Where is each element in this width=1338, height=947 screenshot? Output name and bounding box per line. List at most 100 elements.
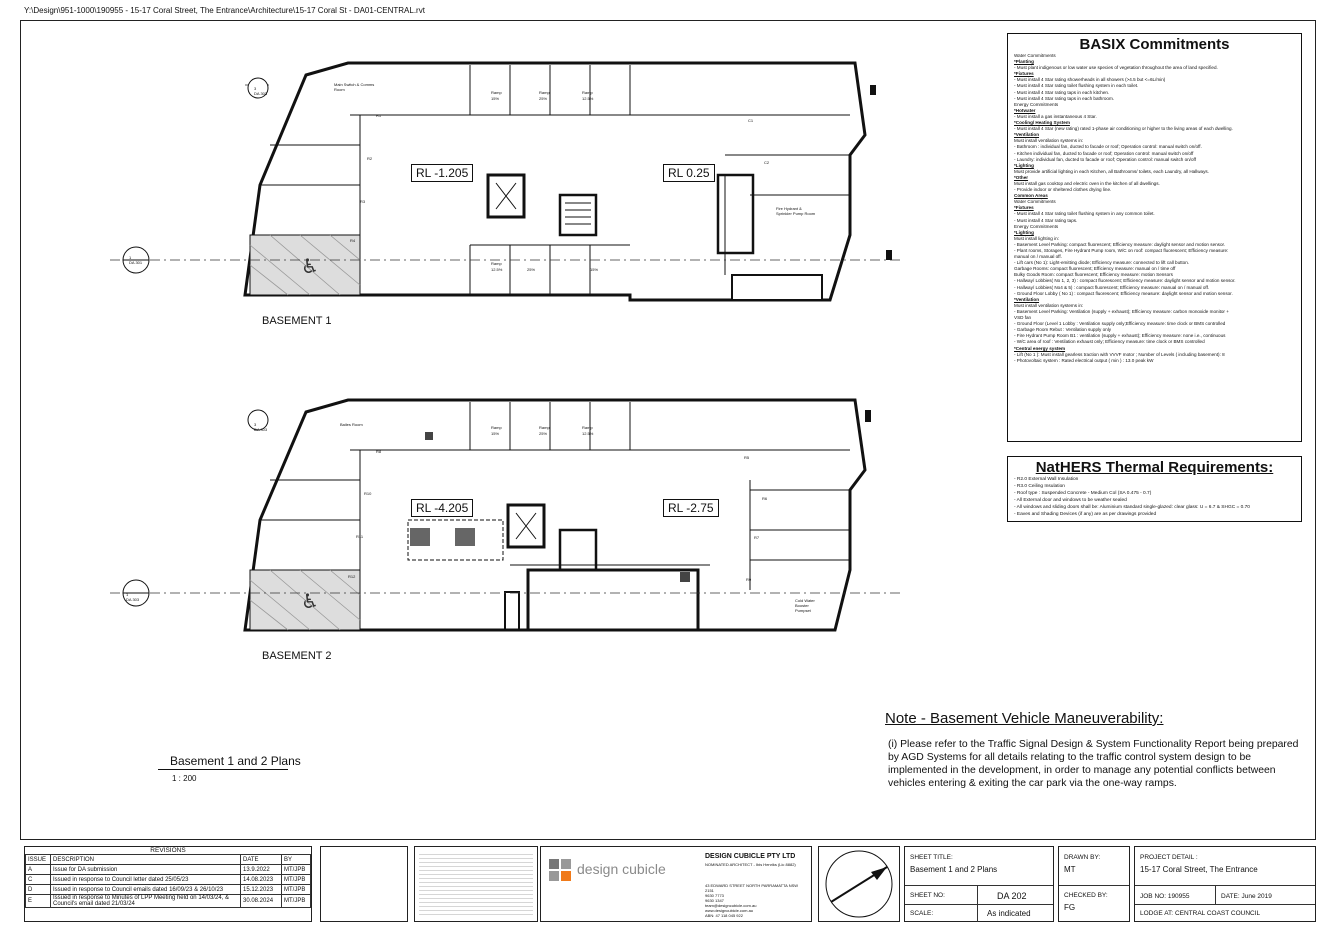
revision-cell: MT/JPB — [281, 864, 311, 875]
revision-cell: D — [25, 884, 51, 895]
basix-line: Garbage Rooms: compact fluorescent; Effi… — [1014, 266, 1176, 272]
basix-line: - Hallway/ Lobbies( No 1, 2, 3) : compac… — [1014, 278, 1236, 284]
sheet-title-label: SHEET TITLE: — [910, 854, 953, 861]
basix-line: - Must install 4 Star rating taps in eac… — [1014, 95, 1115, 101]
file-path: Y:\Design\951-1000\190955 - 15-17 Coral … — [24, 6, 425, 15]
rev-header: DATE — [240, 854, 282, 865]
basix-line: - Provide indoor or sheltered clothes dr… — [1014, 187, 1112, 193]
basix-line: - Must install 4 Star (new rating) rated… — [1014, 126, 1233, 132]
basix-line: - Fire Hydrant Pump Room B1 : ventilatio… — [1014, 333, 1226, 339]
room-cold-water: Cold Water Booster Pumpset — [795, 598, 815, 613]
storage-r9: R9 — [746, 577, 752, 582]
basix-line: - Lift (No 1 ): Must install gearless tr… — [1014, 351, 1225, 357]
basix-line: *Lighting — [1014, 229, 1034, 235]
revision-cell: Issue for DA submission — [50, 864, 241, 875]
svg-text:♿: ♿ — [301, 589, 319, 613]
basix-line: - Hallway/ Lobbies( No4 & 5) : compact f… — [1014, 284, 1210, 290]
sheet-no-label: SHEET NO: — [910, 892, 945, 899]
storage-r12: R12 — [348, 574, 356, 579]
storage-c1: C1 — [748, 118, 754, 123]
basix-line: - W/C area of roof : Ventilation exhaust… — [1014, 339, 1205, 345]
storage-r8: R8 — [376, 449, 382, 454]
basix-line: - Basement Level Parking: compact fluore… — [1014, 241, 1226, 247]
ramp-label: Ramp — [582, 90, 593, 95]
storage-c2: C2 — [764, 160, 770, 165]
revision-cell: 15.12.2023 — [240, 884, 282, 895]
ramp-grade: 15% — [491, 431, 500, 436]
ramp-label: Ramp — [491, 261, 502, 266]
north-arrow-icon — [825, 850, 893, 918]
basix-line: - Must install 4 Star rating taps in eac… — [1014, 89, 1110, 95]
nathers-line: - Eaves and Shading Devices (if any) are… — [1014, 512, 1157, 517]
checked-by-value: FG — [1064, 903, 1076, 912]
note-body: (i) Please refer to the Traffic Signal D… — [888, 739, 1299, 789]
basix-line: - Ground Floor (Level 1 Lobby : Ventilat… — [1014, 321, 1226, 327]
basement-2-plan: ♿ — [110, 398, 900, 632]
notes-fine-print — [419, 851, 533, 915]
basix-line: - Ground Floor Lobby ( No 1) : compact f… — [1014, 290, 1233, 296]
lodge-at: LODGE AT: CENTRAL COAST COUNCIL — [1140, 910, 1261, 917]
basix-line: VSD fan — [1014, 315, 1032, 321]
project-label: PROJECT DETAIL : — [1140, 854, 1198, 861]
nathers-lines: - R2.0 External Wall Insulation- R3.0 Ce… — [1014, 476, 1295, 518]
rev-header: BY — [281, 854, 311, 865]
sheet-info-box: SHEET TITLE: Basement 1 and 2 Plans SHEE… — [904, 846, 1054, 922]
nathers-line: - Roof type : Suspended Concrete - Mediu… — [1014, 491, 1152, 496]
basix-line: Water Commitments — [1014, 53, 1056, 58]
blank-stamp-box — [320, 846, 408, 922]
basix-line: *Other — [1014, 174, 1029, 180]
basix-line: - Photovoltaic system : Rated electrical… — [1014, 357, 1154, 363]
revision-cell: Issued in response to Council emails dat… — [50, 884, 241, 895]
nathers-line: - All External door and windows to be we… — [1014, 498, 1127, 503]
ramp-label: Ramp — [539, 425, 550, 430]
storage-r10: R10 — [364, 491, 372, 496]
sheet-no-value: DA 202 — [997, 891, 1027, 901]
sheet-caption-title: Basement 1 and 2 Plans — [170, 754, 301, 768]
ramp-label: Ramp — [539, 90, 550, 95]
revision-cell: MT/JPB — [281, 894, 311, 908]
room-bailes: Bailes Room — [340, 422, 363, 427]
drawn-by-label: DRAWN BY: — [1064, 854, 1101, 861]
ramp-grade: 12.5% — [491, 267, 503, 272]
revision-cell: MT/JPB — [281, 874, 311, 885]
basix-line: Must provide artificial lighting in each… — [1014, 168, 1209, 174]
basix-line: - Must install 4 Star rating taps. — [1014, 217, 1078, 223]
revision-cell: MT/JPB — [281, 884, 311, 895]
storage-r1: R1 — [376, 113, 382, 118]
basix-line: - Bathroom : individual fan, ducted to f… — [1014, 144, 1202, 150]
nathers-line: - R2.0 External Wall Insulation — [1014, 477, 1079, 482]
basix-line: *Central energy system — [1014, 345, 1066, 351]
firm-box: design cubicle DESIGN CUBICLE PTY LTD NO… — [540, 846, 812, 922]
basix-line: Must install ventilation systems in: — [1014, 138, 1084, 144]
basement-2-label: BASEMENT 2 — [262, 650, 332, 662]
basix-line: *Cooling/ Heating System — [1014, 120, 1070, 126]
basement-1-plan: ♿ — [110, 61, 900, 302]
basix-line: Energy Commitments — [1014, 223, 1059, 229]
storage-r3: R3 — [360, 199, 366, 204]
revision-cell: C — [25, 874, 51, 885]
basix-line: - Kitchen individual fan, ducted to faca… — [1014, 150, 1194, 156]
drawn-by-value: MT — [1064, 865, 1076, 874]
revisions-title: REVISIONS — [150, 847, 186, 854]
scale-value: As indicated — [987, 909, 1031, 918]
basix-line: *Hotwater — [1014, 107, 1036, 113]
north-point-box — [818, 846, 900, 922]
basix-line: *Fixtures — [1014, 205, 1034, 211]
basix-line: *Ventilation — [1014, 132, 1040, 138]
basix-line: Bulky Goods Room: compact fluorescent; E… — [1014, 272, 1173, 278]
ramp-label: Ramp — [582, 425, 593, 430]
firm-sub: NOMINATED ARCHITECT - Ibis Henriks (Lic … — [705, 862, 796, 867]
room-main-switch: Main Switch & Comms Room — [334, 82, 375, 92]
basix-title: BASIX Commitments — [1079, 36, 1230, 53]
revision-cell: Issued in response to Minutes of LPP Mee… — [50, 894, 241, 908]
job-no: JOB NO: 190955 — [1140, 893, 1190, 900]
ramp-grade: 25% — [527, 267, 536, 272]
checked-by-label: CHECKED BY: — [1064, 892, 1108, 899]
basix-line: *Ventilation — [1014, 296, 1040, 302]
